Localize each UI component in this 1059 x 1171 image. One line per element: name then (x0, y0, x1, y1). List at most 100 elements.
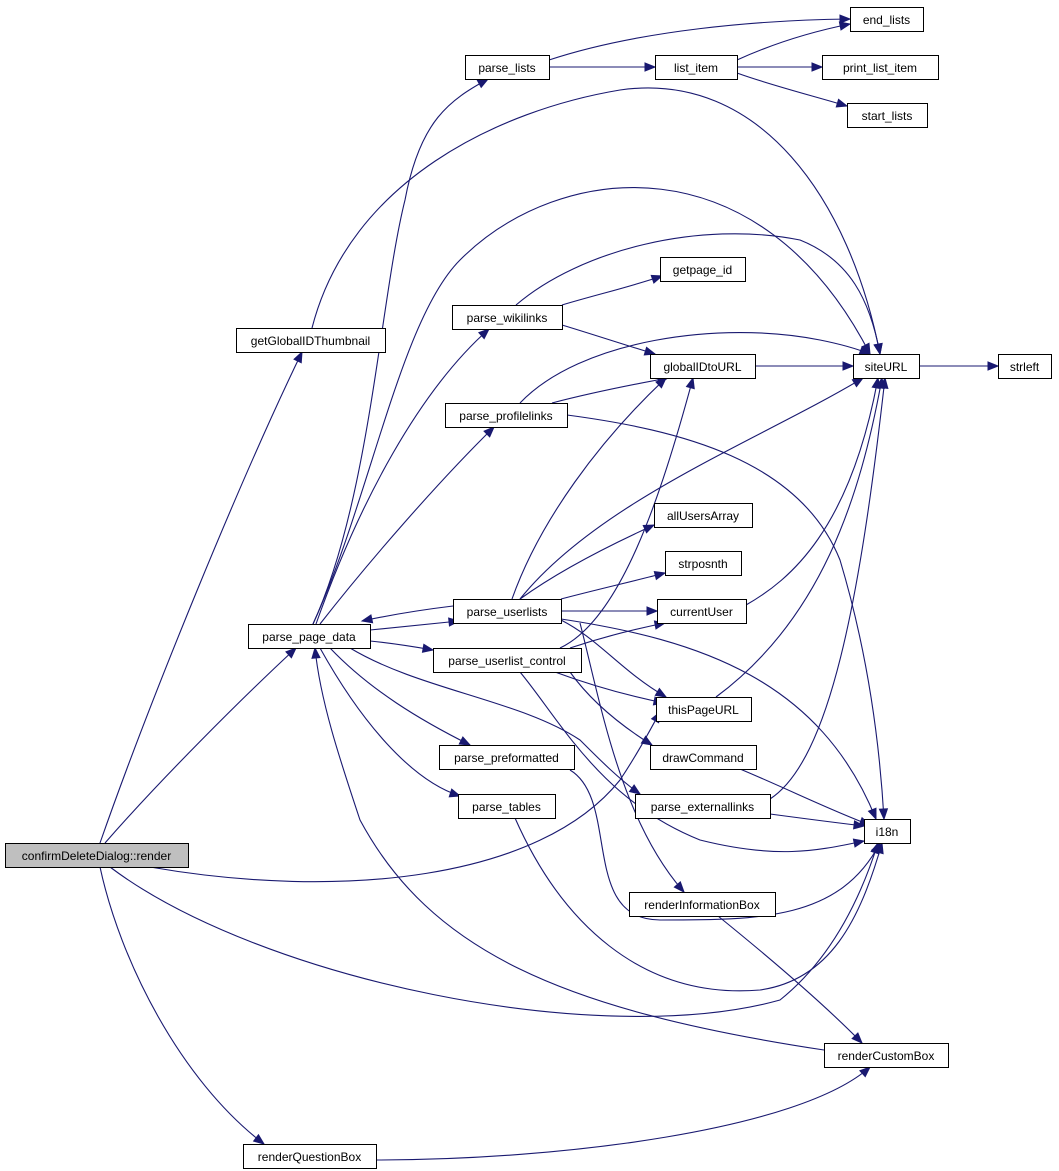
node-drawCommand[interactable]: drawCommand (650, 745, 757, 770)
edge-line (560, 618, 877, 820)
node-list_item[interactable]: list_item (655, 55, 738, 80)
arrowhead (644, 62, 657, 72)
node-label: siteURL (865, 360, 908, 374)
node-box[interactable] (635, 794, 771, 819)
edge-line (569, 622, 666, 649)
node-box[interactable] (824, 1043, 949, 1068)
node-box[interactable] (665, 551, 742, 576)
node-getpage_id[interactable]: getpage_id (660, 257, 746, 282)
node-box[interactable] (5, 843, 189, 868)
node-box[interactable] (655, 55, 738, 80)
node-box[interactable] (445, 403, 568, 428)
edge-line (519, 524, 655, 600)
node-parse_profilelinks[interactable]: parse_profilelinks (445, 403, 568, 428)
node-thisPageURL[interactable]: thisPageURL (656, 697, 752, 722)
edge-line (319, 426, 495, 625)
edge-line (109, 842, 879, 1017)
node-box[interactable] (657, 599, 747, 624)
node-box[interactable] (243, 1144, 377, 1169)
node-siteURL[interactable]: siteURL (853, 354, 920, 379)
arrowhead (842, 361, 855, 371)
node-getGlobalIDThumbnail[interactable]: getGlobalIDThumbnail (236, 328, 386, 353)
node-parse_externallinks[interactable]: parse_externallinks (635, 794, 771, 819)
node-confirmDeleteDialog_render[interactable]: confirmDeleteDialog::render (5, 843, 189, 868)
edge-line (569, 769, 881, 921)
edge-line (579, 622, 685, 893)
node-parse_tables[interactable]: parse_tables (458, 794, 556, 819)
arrowhead (448, 788, 462, 798)
node-label: confirmDeleteDialog::render (22, 849, 171, 863)
node-end_lists[interactable]: end_lists (850, 7, 924, 32)
edge-line (519, 332, 871, 404)
node-i18n[interactable]: i18n (864, 819, 911, 844)
node-box[interactable] (439, 745, 575, 770)
node-print_list_item[interactable]: print_list_item (822, 55, 939, 80)
edge-line (361, 605, 454, 622)
edge-parse_userlist_control-to-thisPageURL (554, 671, 666, 706)
node-box[interactable] (453, 599, 562, 624)
node-box[interactable] (656, 697, 752, 722)
edge-line (515, 233, 881, 355)
edge-parse_page_data-to-parse_wikilinks (315, 328, 491, 625)
edge-line (566, 414, 885, 820)
node-label: parse_lists (478, 61, 535, 75)
node-renderCustomBox[interactable]: renderCustomBox (824, 1043, 949, 1068)
edge-line (375, 1066, 871, 1161)
node-parse_lists[interactable]: parse_lists (465, 55, 550, 80)
node-renderQuestionBox[interactable]: renderQuestionBox (243, 1144, 377, 1169)
node-start_lists[interactable]: start_lists (847, 103, 928, 128)
node-label: getpage_id (673, 263, 732, 277)
node-box[interactable] (458, 794, 556, 819)
node-parse_page_data[interactable]: parse_page_data (248, 624, 371, 649)
node-label: parse_wikilinks (467, 311, 548, 325)
node-box[interactable] (850, 7, 924, 32)
node-label: renderCustomBox (838, 1049, 935, 1063)
node-box[interactable] (248, 624, 371, 649)
node-parse_wikilinks[interactable]: parse_wikilinks (452, 305, 563, 330)
edge-line (312, 78, 489, 625)
edge-parse_page_data-to-siteURL (312, 187, 871, 625)
edge-renderQuestionBox-to-renderCustomBox (375, 1066, 872, 1161)
node-label: parse_profilelinks (459, 409, 552, 423)
node-box[interactable] (654, 503, 753, 528)
arrowhead (628, 784, 642, 795)
edge-line (736, 72, 848, 107)
node-box[interactable] (822, 55, 939, 80)
node-box[interactable] (864, 819, 911, 844)
node-box[interactable] (650, 354, 756, 379)
node-strposnth[interactable]: strposnth (665, 551, 742, 576)
arrowhead (646, 606, 659, 616)
node-parse_userlists[interactable]: parse_userlists (453, 599, 562, 624)
arrowhead (640, 735, 654, 746)
edge-globalIDtoURL-to-siteURL (755, 361, 855, 371)
node-box[interactable] (452, 305, 563, 330)
node-box[interactable] (465, 55, 550, 80)
arrowhead (650, 274, 664, 284)
edge-line (736, 23, 851, 61)
node-allUsersArray[interactable]: allUsersArray (654, 503, 753, 528)
edge-parse_profilelinks-to-globalIDtoURL (551, 375, 670, 404)
edge-line (349, 647, 641, 795)
edge-confirmDeleteDialog_render-to-getGlobalIDThumbnail (99, 350, 303, 844)
node-label: start_lists (862, 109, 913, 123)
node-parse_preformatted[interactable]: parse_preformatted (439, 745, 575, 770)
node-box[interactable] (629, 892, 776, 917)
edge-line (329, 647, 471, 746)
edge-line (559, 377, 694, 649)
node-box[interactable] (998, 354, 1052, 379)
arrowhead (421, 643, 435, 653)
node-box[interactable] (853, 354, 920, 379)
edge-parse_profilelinks-to-siteURL (519, 332, 872, 404)
edge-getGlobalIDThumbnail-to-siteURL (311, 87, 883, 356)
node-box[interactable] (650, 745, 757, 770)
node-renderInformationBox[interactable]: renderInformationBox (629, 892, 776, 917)
node-box[interactable] (660, 257, 746, 282)
node-box[interactable] (847, 103, 928, 128)
node-parse_userlist_control[interactable]: parse_userlist_control (433, 648, 582, 673)
node-currentUser[interactable]: currentUser (657, 599, 747, 624)
node-globalIDtoURL[interactable]: globalIDtoURL (650, 354, 756, 379)
node-box[interactable] (433, 648, 582, 673)
node-label: parse_externallinks (651, 800, 754, 814)
node-strleft[interactable]: strleft (998, 354, 1052, 379)
node-box[interactable] (236, 328, 386, 353)
